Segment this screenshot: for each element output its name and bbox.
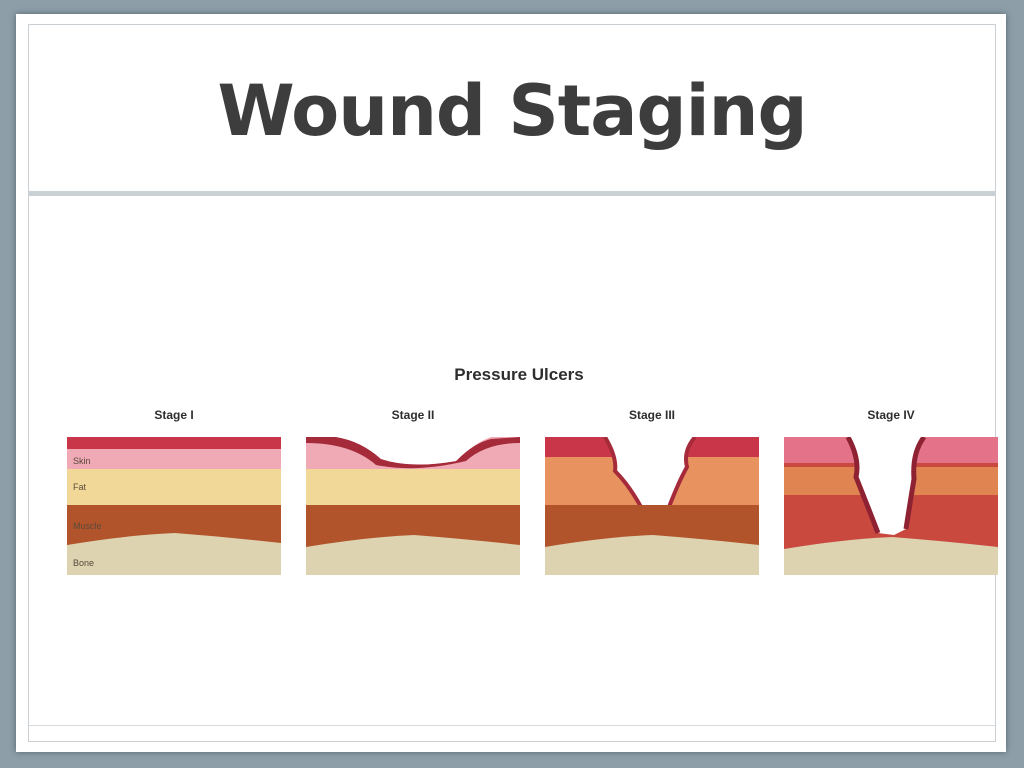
stage-3-diagram xyxy=(545,437,759,575)
wound-crater xyxy=(848,437,924,535)
fat-layer xyxy=(306,469,520,505)
wound-crater xyxy=(605,437,695,507)
bone-layer-label: Bone xyxy=(73,558,95,568)
stage-4-diagram xyxy=(784,437,998,575)
footer-divider xyxy=(29,725,995,726)
figure-title: Pressure Ulcers xyxy=(454,365,584,384)
slide-title: Wound Staging xyxy=(217,70,807,152)
wound-edge xyxy=(667,437,697,508)
title-divider xyxy=(29,191,995,196)
bone-layer xyxy=(784,537,998,575)
inflamed-skin xyxy=(67,437,281,449)
fat-layer xyxy=(67,469,281,505)
stage-2-diagram xyxy=(306,437,520,575)
stage-4-label: Stage IV xyxy=(867,408,915,422)
slide-frame: Wound Staging Pressure Ulcers Stage I St… xyxy=(28,24,999,742)
wound-edge xyxy=(845,437,881,534)
muscle-layer-label: Muscle xyxy=(73,521,102,531)
pressure-ulcer-figure: Pressure Ulcers Stage I Stage II Stage I… xyxy=(59,365,999,585)
bone-layer xyxy=(545,535,759,575)
wound-edge xyxy=(603,437,643,508)
skin-layer-label: Skin xyxy=(73,456,91,466)
slide: Wound Staging Pressure Ulcers Stage I St… xyxy=(16,14,1006,752)
wound-edge xyxy=(306,437,520,469)
stage-2-label: Stage II xyxy=(391,408,435,422)
bone-layer xyxy=(67,533,281,575)
wound-crater xyxy=(336,437,491,465)
stage-1-diagram xyxy=(67,437,281,575)
bone-layer xyxy=(306,535,520,575)
stage-3-label: Stage III xyxy=(628,408,675,422)
stage-1-label: Stage I xyxy=(154,408,194,422)
wound-edge xyxy=(903,437,927,530)
fat-layer-label: Fat xyxy=(73,482,87,492)
title-area: Wound Staging xyxy=(29,25,995,193)
